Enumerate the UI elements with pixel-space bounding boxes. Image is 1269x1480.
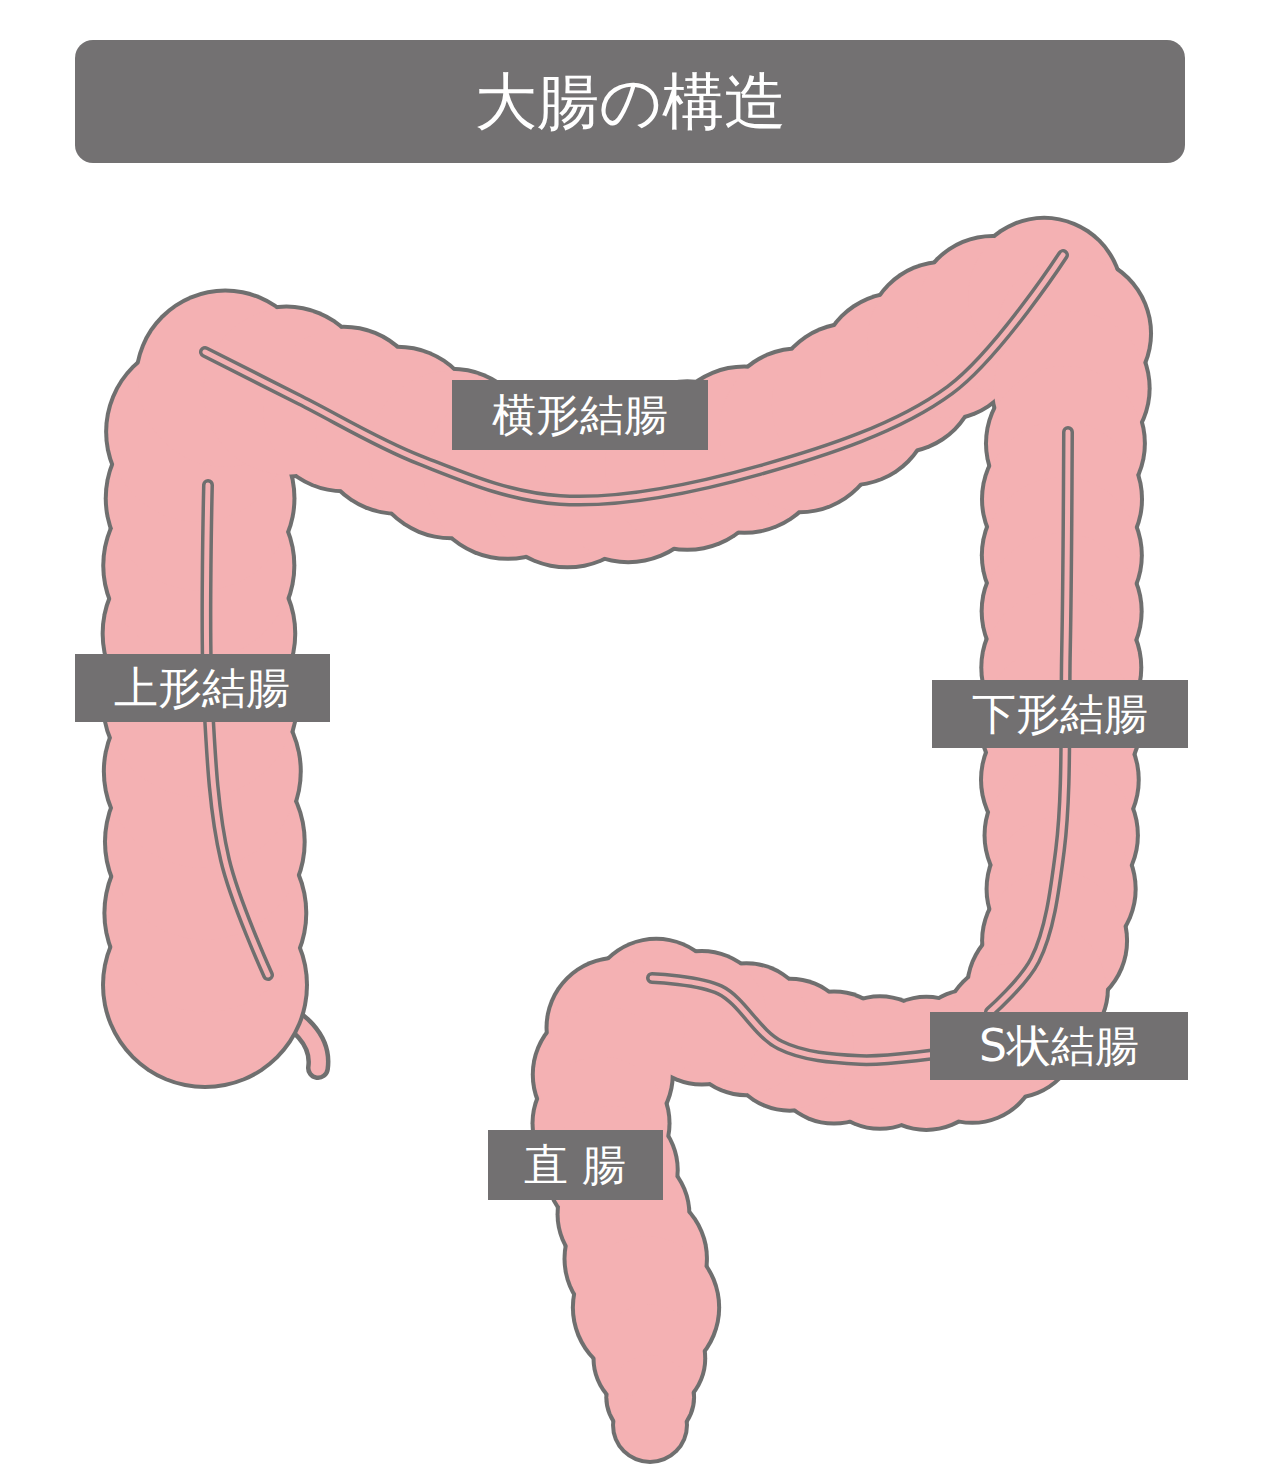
- part-name: S状結腸: [979, 1024, 1139, 1068]
- colon-outline: [101, 216, 1153, 1464]
- tenia-fill: [206, 485, 268, 975]
- part-label: 下形結腸: [932, 680, 1188, 748]
- tenia-outline: [205, 255, 1063, 501]
- colon-fill: [105, 220, 1149, 1460]
- tenia-outline: [652, 978, 950, 1060]
- part-name: 上形結腸: [114, 666, 290, 710]
- tenia-fill: [652, 978, 950, 1060]
- teniae-lines: [205, 255, 1068, 1060]
- part-name: 下形結腸: [972, 692, 1148, 736]
- tenia-outline: [206, 485, 268, 975]
- part-name: 横形結腸: [492, 393, 668, 437]
- colon-guide: [198, 296, 1073, 1425]
- part-label: 直 腸: [488, 1130, 663, 1200]
- part-name: 直 腸: [524, 1143, 626, 1187]
- tenia-fill: [205, 255, 1063, 501]
- part-label: S状結腸: [930, 1012, 1188, 1080]
- part-label: 上形結腸: [75, 654, 330, 722]
- colon-fill-lobe: [615, 1390, 685, 1460]
- part-label: 横形結腸: [452, 380, 708, 450]
- title-bar: 大腸の構造: [75, 40, 1185, 163]
- title-text: 大腸の構造: [475, 71, 786, 133]
